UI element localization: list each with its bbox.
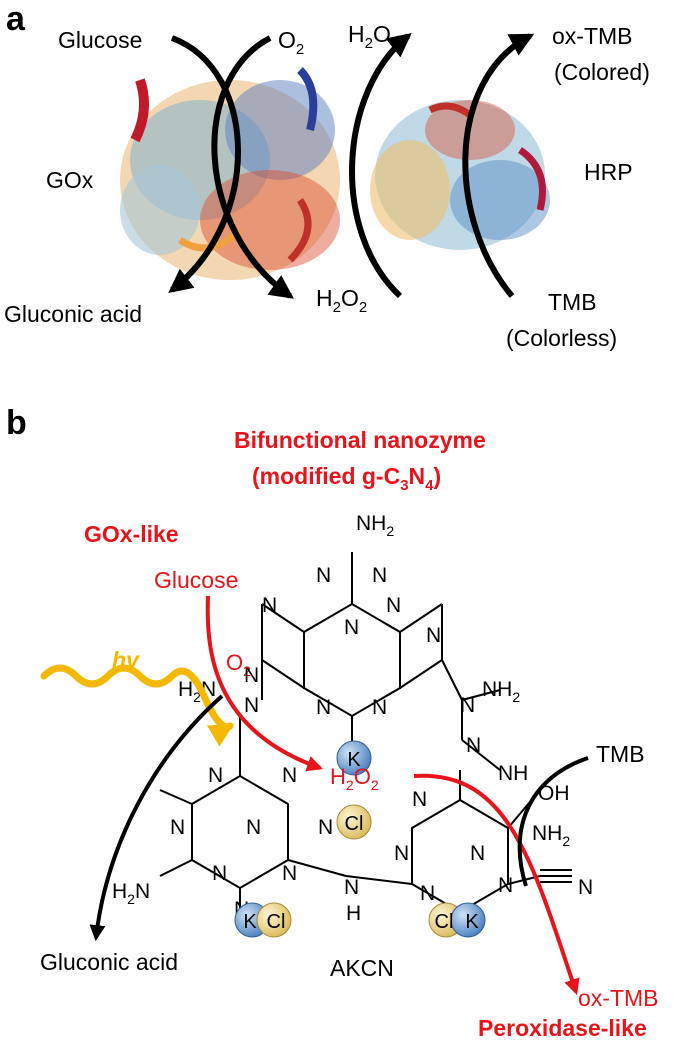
gox-arrow-glucose-to-gluconic — [168, 35, 241, 293]
svg-text:Cl: Cl — [267, 911, 286, 933]
gluconic-acid-label: Gluconic acid — [4, 301, 142, 327]
atom-nh: NH — [498, 762, 528, 785]
glucose-b-label: Glucose — [154, 567, 238, 593]
nanozyme-title-line1: Bifunctional nanozyme — [234, 427, 486, 453]
svg-text:K: K — [465, 911, 479, 933]
atom-nh2-top: NH2 — [356, 512, 394, 539]
ox-tmb-b-label: ox-TMB — [578, 985, 659, 1011]
hrp-arrow-tmb-to-oxtmb — [462, 33, 535, 298]
atom-n: N — [282, 862, 297, 885]
atom-h2n-bottom: H2N — [112, 880, 150, 907]
atom-n: N — [412, 788, 427, 811]
atom-n: N — [460, 694, 475, 717]
gox-like-label: GOx-like — [84, 521, 179, 547]
glucose-label: Glucose — [58, 27, 142, 53]
heptazine-framework — [159, 552, 572, 914]
nanozyme-title-line2: (modified g-C3N4) — [252, 463, 441, 494]
atom-nh2-mid: NH2 — [532, 822, 570, 849]
tmb-b-label: TMB — [596, 741, 645, 767]
atom-n: N — [208, 764, 223, 787]
ion-kcl-left: K Cl — [234, 902, 292, 938]
atom-h-bridge: H — [346, 902, 361, 925]
ox-tmb-label: ox-TMB — [552, 23, 633, 49]
hrp-arrow-h2o2-to-h2o — [349, 33, 412, 299]
svg-text:Cl: Cl — [345, 813, 364, 835]
o2-label: O2 — [278, 27, 304, 58]
atom-n: N — [212, 862, 227, 885]
atom-n: N — [262, 594, 277, 617]
colorless-label: (Colorless) — [506, 325, 617, 351]
hrp-label: HRP — [584, 159, 633, 185]
atom-n: N — [246, 816, 261, 839]
atom-nh-bridge: N — [344, 876, 359, 899]
atom-n: N — [282, 764, 297, 787]
gox-label: GOx — [46, 167, 94, 193]
ion-clk-right: Cl K — [428, 902, 486, 938]
svg-text:K: K — [347, 749, 361, 771]
svg-text:Cl: Cl — [435, 911, 454, 933]
colored-label: (Colored) — [554, 59, 650, 85]
atom-n: N — [316, 696, 331, 719]
tmb-label: TMB — [548, 289, 597, 315]
hrp-protein-image — [370, 100, 550, 250]
tmb-black-arrow — [517, 756, 589, 887]
h2o2-label: H2O2 — [316, 285, 367, 316]
atom-n: N — [170, 816, 185, 839]
h2o2-b-label: H2O2 — [330, 764, 379, 793]
o2-b-label: O2 — [226, 650, 251, 679]
panel-a-label: a — [6, 0, 26, 38]
atom-nh2-right: NH2 — [482, 678, 520, 705]
ion-k-center: K — [336, 740, 372, 776]
atom-n: N — [316, 564, 331, 587]
atom-n: N — [344, 616, 359, 639]
ion-cl-center: Cl — [336, 804, 372, 840]
atom-labels: NH2 N N N N N N N N N H2N N N NH2 N NH O… — [112, 512, 593, 925]
gluconic-acid-b-label: Gluconic acid — [40, 949, 178, 975]
atom-n: N — [420, 882, 435, 905]
gox-like-red-arrow — [205, 595, 324, 772]
h2o-label: H2O — [348, 21, 391, 52]
akcn-label: AKCN — [330, 955, 394, 981]
atom-n: N — [244, 664, 259, 687]
atom-n: N — [394, 842, 409, 865]
atom-cn-n: N — [578, 876, 593, 899]
atom-n: N — [426, 624, 441, 647]
atom-oh: OH — [538, 782, 570, 805]
atom-n: N — [470, 842, 485, 865]
peroxidase-like-label: Peroxidase-like — [478, 1015, 647, 1040]
atom-n: N — [372, 564, 387, 587]
atom-n: N — [498, 874, 513, 897]
atom-n: N — [318, 816, 333, 839]
hv-wavy-arrow — [40, 664, 235, 747]
gluconic-black-arrow — [89, 694, 224, 942]
panel-b-label: b — [6, 404, 27, 442]
peroxidase-red-arrow — [413, 773, 580, 996]
atom-n: N — [466, 734, 481, 757]
atom-n: N — [372, 696, 387, 719]
svg-text:K: K — [243, 911, 257, 933]
gox-arrow-o2-to-h2o2 — [211, 35, 294, 299]
atom-n: N — [244, 694, 259, 717]
atom-n: N — [386, 594, 401, 617]
